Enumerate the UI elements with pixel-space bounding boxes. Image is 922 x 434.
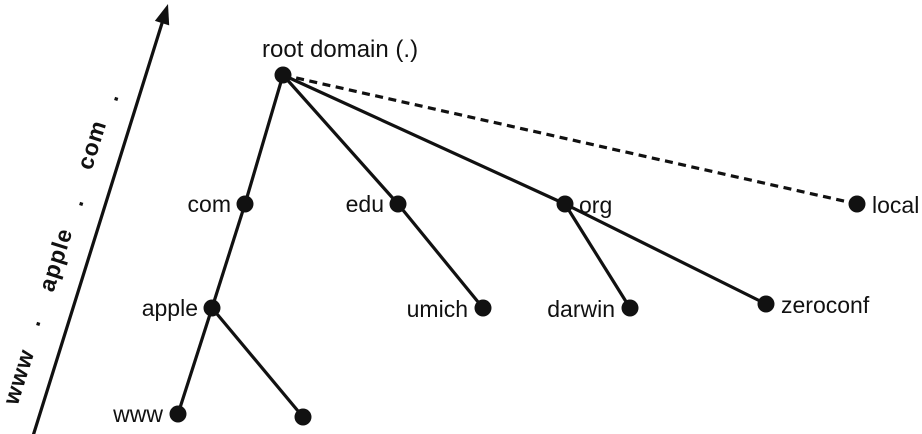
fqdn-arrow-shaft bbox=[31, 16, 166, 434]
tree-edge-root-com bbox=[243, 74, 285, 205]
tree-edge-com-apple bbox=[210, 203, 247, 309]
tree-node-org bbox=[556, 195, 574, 213]
tree-node-com bbox=[236, 195, 254, 213]
tree-node-label-org: org bbox=[579, 192, 612, 218]
fqdn-label-dot-5: . bbox=[97, 89, 124, 104]
tree-node-local bbox=[848, 195, 866, 213]
tree-edge-apple-www bbox=[176, 307, 214, 415]
tree-edge-root-local bbox=[282, 73, 858, 206]
tree-node-zeroconf bbox=[757, 295, 775, 313]
tree-node-www bbox=[169, 405, 187, 423]
tree-node-umich bbox=[474, 299, 492, 317]
fqdn-label-dot-3: . bbox=[62, 194, 89, 209]
tree-node-root bbox=[274, 66, 292, 84]
tree-node-label-zeroconf: zeroconf bbox=[781, 292, 870, 318]
tree-node-apple bbox=[203, 299, 221, 317]
tree-edge-apple-unnamed-host bbox=[210, 306, 305, 419]
tree-node-label-umich: umich bbox=[407, 296, 468, 322]
fqdn-arrowhead-icon bbox=[154, 4, 170, 26]
tree-node-label-darwin: darwin bbox=[547, 296, 615, 322]
tree-node-unnamed-host bbox=[294, 408, 312, 426]
tree-node-label-www: www bbox=[112, 401, 163, 427]
tree-node-darwin bbox=[621, 299, 639, 317]
fqdn-label-apple: apple bbox=[33, 225, 77, 295]
fqdn-label-dot-1: . bbox=[19, 314, 46, 329]
tree-edge-org-zeroconf bbox=[564, 202, 767, 306]
tree-node-label-local: local bbox=[872, 192, 919, 218]
fqdn-label-www: www bbox=[0, 346, 39, 409]
tree-edge-org-darwin bbox=[563, 203, 632, 309]
tree-edge-edu-umich bbox=[396, 202, 485, 310]
tree-node-label-apple: apple bbox=[142, 295, 198, 321]
fqdn-label-com: com bbox=[71, 117, 111, 173]
tree-edge-root-edu bbox=[281, 73, 400, 206]
tree-node-label-root: root domain (.) bbox=[262, 36, 418, 63]
tree-node-label-com: com bbox=[188, 191, 231, 217]
tree-edge-root-org bbox=[282, 73, 566, 206]
tree-node-label-edu: edu bbox=[346, 191, 384, 217]
tree-node-edu bbox=[389, 195, 407, 213]
